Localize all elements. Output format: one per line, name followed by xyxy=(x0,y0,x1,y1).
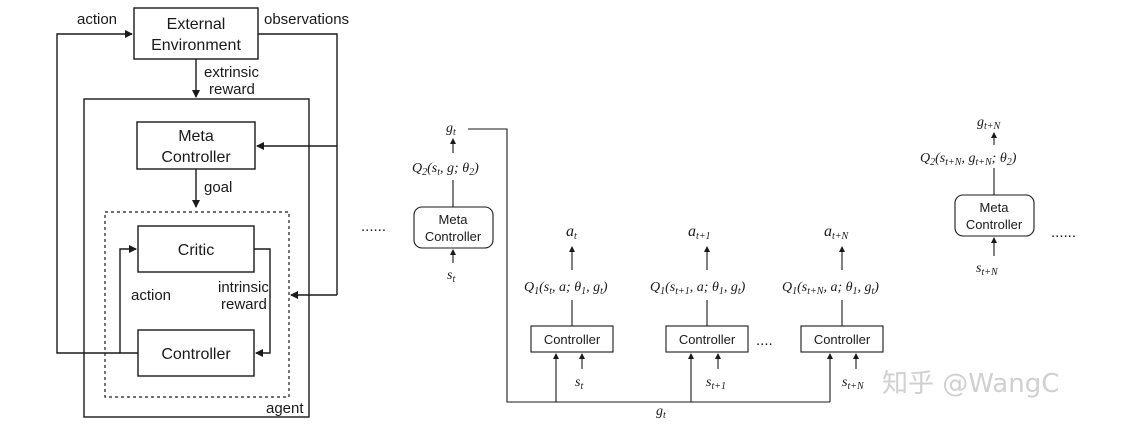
q1-t-label: Q1(st, a; θ1, gt) xyxy=(524,280,608,297)
extrinsic-reward-label-2: reward xyxy=(209,81,255,98)
temporal-unrolling-diagram: ...... Meta Controller st Q2(st, g; θ2) … xyxy=(361,115,1076,421)
action-top-label: action xyxy=(77,11,117,28)
meta-controller-node-2-label-1: Meta xyxy=(980,200,1010,215)
controller-critic-dashed-box xyxy=(104,211,290,398)
meta-controller-label-1: Meta xyxy=(178,128,214,145)
q1-tN-label: Q1(st+N, a; θ1, gt) xyxy=(782,280,879,297)
agent-label: agent xyxy=(266,400,304,417)
intrinsic-reward-label-1: intrinsic xyxy=(218,279,269,296)
s-t1-label: st+1 xyxy=(706,375,726,392)
extrinsic-reward-label-1: extrinsic xyxy=(204,64,260,81)
intrinsic-reward-label-2: reward xyxy=(221,296,267,313)
s-tN-label: st+N xyxy=(842,375,865,392)
observations-label: observations xyxy=(264,11,349,28)
external-environment-label-1: External xyxy=(167,16,226,33)
meta-controller-node-2-label-2: Controller xyxy=(966,217,1023,232)
a-t1-label: at+1 xyxy=(688,223,711,242)
critic-label: Critic xyxy=(178,242,214,259)
controller-node-1-label: Controller xyxy=(544,332,601,347)
meta-controller-node-1-label-2: Controller xyxy=(425,229,482,244)
controller-node-3-label: Controller xyxy=(814,332,871,347)
q2-right-label: Q2(st+N, gt+N; θ2) xyxy=(920,151,1017,168)
action-inner-label: action xyxy=(131,287,171,304)
controller-to-critic-arrow xyxy=(119,245,138,354)
meta-controller-label-2: Controller xyxy=(161,149,231,166)
meta-controller-node-1-label-1: Meta xyxy=(439,212,469,227)
a-tN-label: at+N xyxy=(824,223,850,242)
s-t-meta-label: st xyxy=(447,268,455,285)
intrinsic-reward-arrow xyxy=(254,248,271,357)
ellipsis-middle: .... xyxy=(756,332,773,349)
watermark: 知乎 @WangC xyxy=(882,369,1059,399)
s-tN-meta-label: st+N xyxy=(976,261,999,278)
controller-node-2-label: Controller xyxy=(679,332,736,347)
s-t-label: st xyxy=(575,375,583,392)
g-t-top-label: gt xyxy=(446,121,456,138)
g-t-bottom-label: gt xyxy=(656,404,666,421)
q2-left-label: Q2(st, g; θ2) xyxy=(412,161,479,178)
ellipsis-right: ...... xyxy=(1051,224,1076,241)
q1-t1-label: Q1(st+1, a; θ1, gt) xyxy=(650,280,746,297)
observations-line xyxy=(258,33,338,295)
agent-box xyxy=(83,98,310,418)
g-tN-top-label: gt+N xyxy=(977,115,1002,132)
external-environment-label-2: Environment xyxy=(151,37,241,54)
controller-label: Controller xyxy=(161,346,231,363)
goal-routing-line xyxy=(468,128,830,403)
goal-label: goal xyxy=(204,179,232,196)
a-t-label: at xyxy=(566,223,577,242)
ellipsis-left: ...... xyxy=(361,218,386,235)
action-to-environment-arrow xyxy=(56,30,133,354)
hierarchical-agent-diagram: External Environment action observations… xyxy=(56,7,349,418)
